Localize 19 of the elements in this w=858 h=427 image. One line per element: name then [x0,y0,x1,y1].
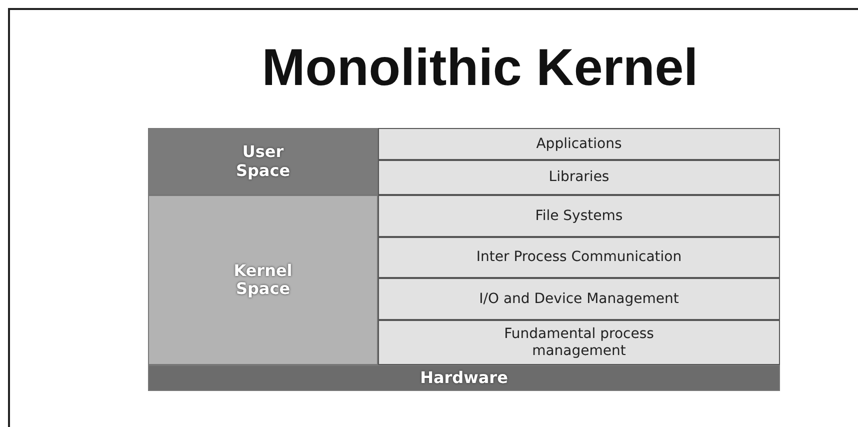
layer-label: Hardware [420,368,508,388]
layer-row [378,278,780,320]
space-panel [148,195,378,365]
layer-row [378,237,780,278]
layer-label: Libraries [548,169,610,186]
hardware-bar [148,365,780,391]
space-panel [148,128,378,195]
layer-label: Applications [536,136,622,152]
layer-row [378,128,780,160]
layer-row [378,195,780,237]
layer-row [378,160,780,195]
layer-label: User Space [234,143,292,180]
layer-label: I/O and Device Management [479,290,679,308]
layer-label: Kernel Space [232,262,294,298]
slide-title: Monolithic Kernel [260,38,700,98]
layer-label: Inter Process Communication [476,249,682,266]
layer-label: File Systems [535,208,623,224]
layer-row [378,320,780,365]
layer-label: Fundamental process management [503,326,655,359]
